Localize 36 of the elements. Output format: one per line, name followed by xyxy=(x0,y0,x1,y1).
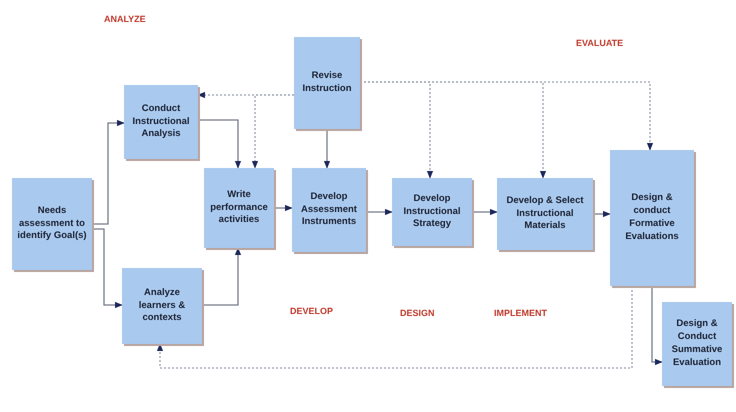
phase-label: IMPLEMENT xyxy=(494,308,547,318)
box-label: Develop Instructional Strategy xyxy=(402,192,462,232)
arrow xyxy=(651,286,663,366)
phase-label: EVALUATE xyxy=(576,38,624,48)
box-label: Design & conduct Formative Evaluations xyxy=(624,192,680,244)
process-box xyxy=(124,85,198,159)
process-box xyxy=(12,178,92,270)
dashed-arrow xyxy=(252,94,294,169)
process-box xyxy=(292,168,366,252)
arrow xyxy=(92,228,123,308)
arrow xyxy=(324,129,330,169)
process-box xyxy=(294,37,360,129)
arrow xyxy=(366,208,393,216)
arrow xyxy=(472,208,498,216)
process-box xyxy=(610,150,694,286)
arrow xyxy=(198,119,242,169)
process-box xyxy=(497,178,593,250)
process-box xyxy=(122,268,202,344)
arrow xyxy=(593,210,611,218)
phase-label: DESIGN xyxy=(400,308,435,318)
box-label: Design & Conduct Summative Evaluation xyxy=(670,318,724,370)
box-label: Develop Assessment Instruments xyxy=(300,190,358,230)
arrow xyxy=(92,120,125,225)
box-label: Write performance activities xyxy=(209,188,269,228)
box-label: Analyze learners & contexts xyxy=(138,286,186,326)
process-box xyxy=(392,178,472,246)
phase-label: ANALYZE xyxy=(104,14,146,24)
box-label: Revise Instruction xyxy=(301,70,353,96)
arrow xyxy=(274,204,293,212)
box-label: Needs assessment to identify Goal(s) xyxy=(16,204,88,244)
box-label: Develop & Select Instructional Materials xyxy=(505,194,585,234)
arrow xyxy=(202,247,242,306)
process-box xyxy=(204,168,274,248)
box-label: Conduct Instructional Analysis xyxy=(131,102,190,142)
process-box xyxy=(662,302,732,386)
phase-label: DEVELOP xyxy=(290,306,334,316)
